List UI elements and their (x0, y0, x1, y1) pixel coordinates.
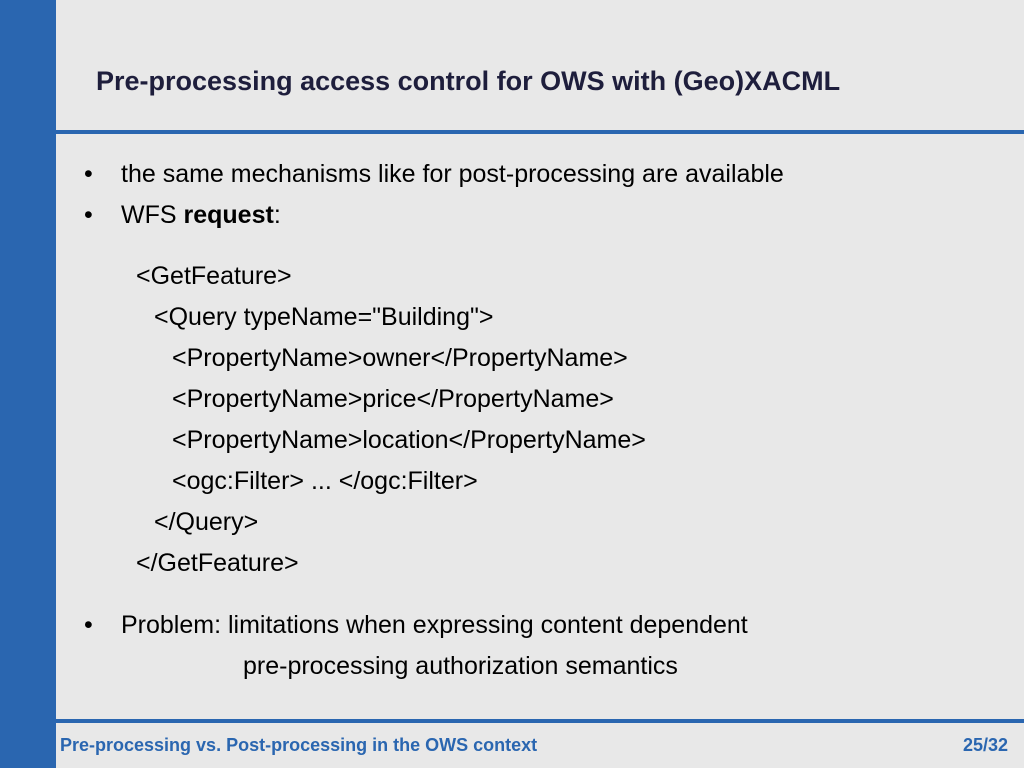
bullet-marker: • (84, 201, 93, 229)
title-divider (56, 130, 1024, 134)
bullet-text-bold: request (183, 201, 274, 229)
footer-divider (56, 719, 1024, 723)
bullet-text: Problem: limitations when expressing con… (121, 611, 748, 639)
bullet-marker: • (84, 611, 93, 639)
bullet-text-suffix: : (273, 201, 281, 229)
bullet-text: WFS request: (121, 201, 281, 230)
bullet-text-prefix: WFS (121, 201, 184, 229)
slide-title: Pre-processing access control for OWS wi… (96, 66, 841, 96)
footer-title: Pre-processing vs. Post-processing in th… (60, 735, 538, 755)
code-line: <ogc:Filter> ... </ogc:Filter> (172, 467, 478, 495)
bullet-text-continuation: pre-processing authorization semantics (243, 652, 678, 680)
code-line: <GetFeature> (136, 262, 292, 290)
code-line: <PropertyName>location</PropertyName> (172, 426, 646, 454)
code-line: </GetFeature> (136, 549, 299, 577)
code-line: <PropertyName>owner</PropertyName> (172, 344, 628, 372)
code-line: <PropertyName>price</PropertyName> (172, 385, 614, 413)
page-number: 25/32 (962, 735, 1008, 755)
code-line: <Query typeName="Building"> (154, 303, 494, 331)
left-accent-bar (0, 0, 56, 768)
code-line: </Query> (154, 508, 259, 536)
bullet-marker: • (84, 160, 93, 188)
bullet-text: the same mechanisms like for post-proces… (121, 160, 784, 188)
